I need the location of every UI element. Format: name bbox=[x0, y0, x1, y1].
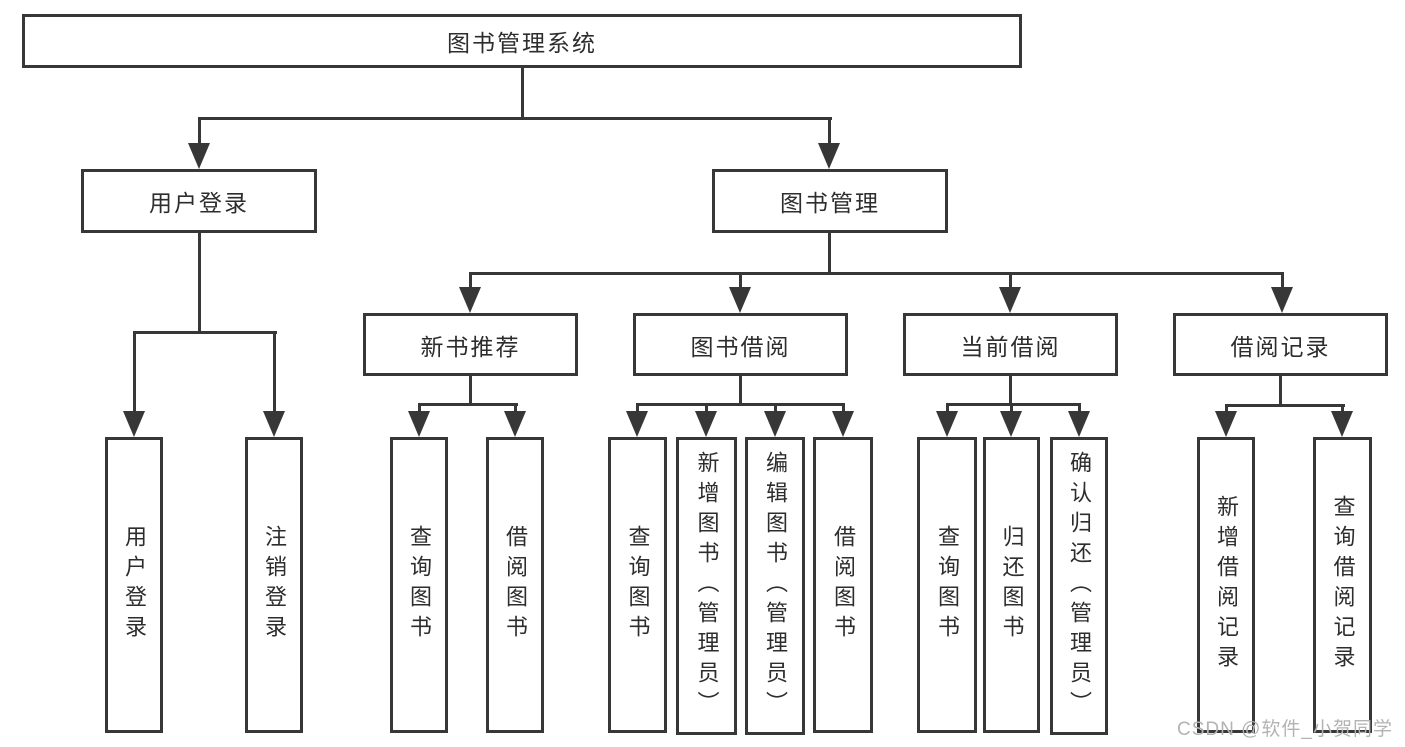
connector-to-rec-borrow bbox=[514, 403, 517, 415]
node-label: 注销登录 bbox=[262, 525, 287, 645]
connector-to-borrow-edit bbox=[774, 403, 777, 415]
connector-book-borrow-stem bbox=[739, 376, 742, 406]
node-label: 查询图书 bbox=[407, 525, 432, 645]
arrow-into-borrow-query bbox=[626, 411, 648, 437]
arrow-into-book-mgmt bbox=[818, 143, 840, 169]
arrow-into-borrow-record bbox=[1271, 287, 1293, 313]
connector-to-user-login bbox=[198, 117, 201, 145]
node-label: 查询图书 bbox=[625, 525, 651, 645]
node-leaf-user-login: 用户登录 bbox=[105, 437, 163, 733]
csdn-watermark: CSDN @软件_小贺同学 bbox=[1177, 719, 1393, 740]
connector-new-book-rec-stem bbox=[469, 376, 472, 406]
arrow-into-record-add bbox=[1215, 411, 1237, 437]
node-user-login: 用户登录 bbox=[81, 169, 317, 233]
connector-to-borrow-query bbox=[636, 403, 639, 415]
node-label: 借阅图书 bbox=[831, 525, 856, 645]
node-current-query-book: 查询图书 bbox=[917, 437, 977, 733]
connector-to-record-add bbox=[1225, 404, 1228, 415]
arrow-into-new-book-rec bbox=[459, 287, 481, 313]
node-label: 用户登录 bbox=[122, 525, 147, 645]
arrow-into-current-return bbox=[1000, 411, 1022, 437]
connector-to-current-query bbox=[946, 403, 949, 415]
node-book-borrowing: 图书借阅 bbox=[633, 313, 848, 376]
connector-book-mgmt-stem bbox=[828, 233, 831, 275]
arrow-into-rec-borrow bbox=[504, 411, 526, 437]
connector-current-borrow-split bbox=[946, 403, 1081, 406]
node-label: 编辑图书（管理员） bbox=[763, 451, 788, 721]
connector-to-leaf-logout bbox=[273, 331, 276, 413]
node-borrow-query-book: 查询图书 bbox=[608, 437, 667, 733]
node-label: 图书管理系统 bbox=[447, 30, 597, 56]
node-book-management: 图书管理 bbox=[712, 169, 948, 233]
node-label: 新书推荐 bbox=[420, 333, 521, 360]
connector-user-login-split bbox=[133, 331, 277, 334]
connector-to-leaf-user-login bbox=[133, 331, 136, 413]
connector-to-new-book-rec bbox=[469, 272, 472, 290]
node-rec-borrow-book: 借阅图书 bbox=[486, 437, 544, 733]
node-rec-query-book: 查询图书 bbox=[390, 437, 448, 733]
connector-root-split bbox=[198, 117, 832, 120]
connector-to-book-mgmt bbox=[828, 117, 831, 145]
connector-to-borrow-borrow bbox=[842, 403, 845, 415]
arrow-into-record-query bbox=[1331, 411, 1353, 437]
node-label: 当前借阅 bbox=[960, 333, 1061, 360]
connector-to-current-return bbox=[1010, 403, 1013, 415]
connector-to-current-confirm bbox=[1078, 403, 1081, 415]
connector-current-borrow-stem bbox=[1009, 375, 1012, 406]
connector-user-login-stem bbox=[198, 232, 201, 334]
connector-book-mgmt-split bbox=[469, 272, 1284, 275]
connector-borrow-record-stem bbox=[1279, 375, 1282, 407]
arrow-into-leaf-user-login bbox=[123, 411, 145, 437]
arrow-into-borrow-edit bbox=[764, 411, 786, 437]
arrow-into-book-borrow bbox=[729, 287, 751, 313]
node-label: 确认归还（管理员） bbox=[1067, 451, 1092, 721]
node-borrowing-records: 借阅记录 bbox=[1173, 313, 1388, 376]
node-borrow-add-book-admin: 新增图书（管理员） bbox=[676, 437, 737, 735]
connector-to-current-borrow bbox=[1009, 272, 1012, 290]
node-record-add-record: 新增借阅记录 bbox=[1197, 437, 1255, 733]
node-leaf-logout: 注销登录 bbox=[245, 437, 303, 733]
node-current-borrowing: 当前借阅 bbox=[903, 313, 1118, 376]
arrow-into-current-borrow bbox=[999, 287, 1021, 313]
connector-book-borrow-split bbox=[636, 403, 845, 406]
arrow-into-current-confirm bbox=[1068, 411, 1090, 437]
connector-borrow-record-split bbox=[1225, 404, 1345, 407]
connector-new-book-rec-split bbox=[418, 403, 518, 406]
node-label: 新增图书（管理员） bbox=[694, 451, 720, 721]
connector-to-rec-query bbox=[418, 403, 421, 415]
node-label: 图书管理 bbox=[780, 190, 880, 216]
arrow-into-leaf-logout bbox=[263, 411, 285, 437]
connector-to-borrow-add bbox=[705, 403, 708, 415]
node-borrow-edit-book-admin: 编辑图书（管理员） bbox=[745, 437, 805, 735]
node-label: 归还图书 bbox=[999, 525, 1025, 645]
node-record-query-record: 查询借阅记录 bbox=[1313, 437, 1372, 733]
node-label: 新增借阅记录 bbox=[1214, 495, 1239, 675]
node-label: 借阅记录 bbox=[1230, 333, 1331, 360]
connector-to-book-borrow bbox=[739, 272, 742, 290]
arrow-into-borrow-borrow bbox=[832, 411, 854, 437]
connector-to-borrow-record bbox=[1281, 272, 1284, 290]
node-label: 查询借阅记录 bbox=[1330, 495, 1356, 675]
connector-root-stem bbox=[521, 68, 524, 120]
node-library-management-system: 图书管理系统 bbox=[22, 14, 1022, 68]
node-label: 查询图书 bbox=[935, 525, 960, 645]
node-label: 用户登录 bbox=[149, 190, 249, 216]
node-new-book-recommend: 新书推荐 bbox=[363, 313, 578, 376]
connector-to-record-query bbox=[1341, 404, 1344, 415]
node-label: 借阅图书 bbox=[503, 525, 528, 645]
arrow-into-user-login bbox=[188, 143, 210, 169]
node-borrow-borrow-book: 借阅图书 bbox=[813, 437, 873, 733]
arrow-into-current-query bbox=[936, 411, 958, 437]
arrow-into-rec-query bbox=[408, 411, 430, 437]
node-current-confirm-return-admin: 确认归还（管理员） bbox=[1050, 437, 1108, 735]
arrow-into-borrow-add bbox=[695, 411, 717, 437]
node-current-return-book: 归还图书 bbox=[983, 437, 1040, 733]
node-label: 图书借阅 bbox=[690, 333, 791, 360]
